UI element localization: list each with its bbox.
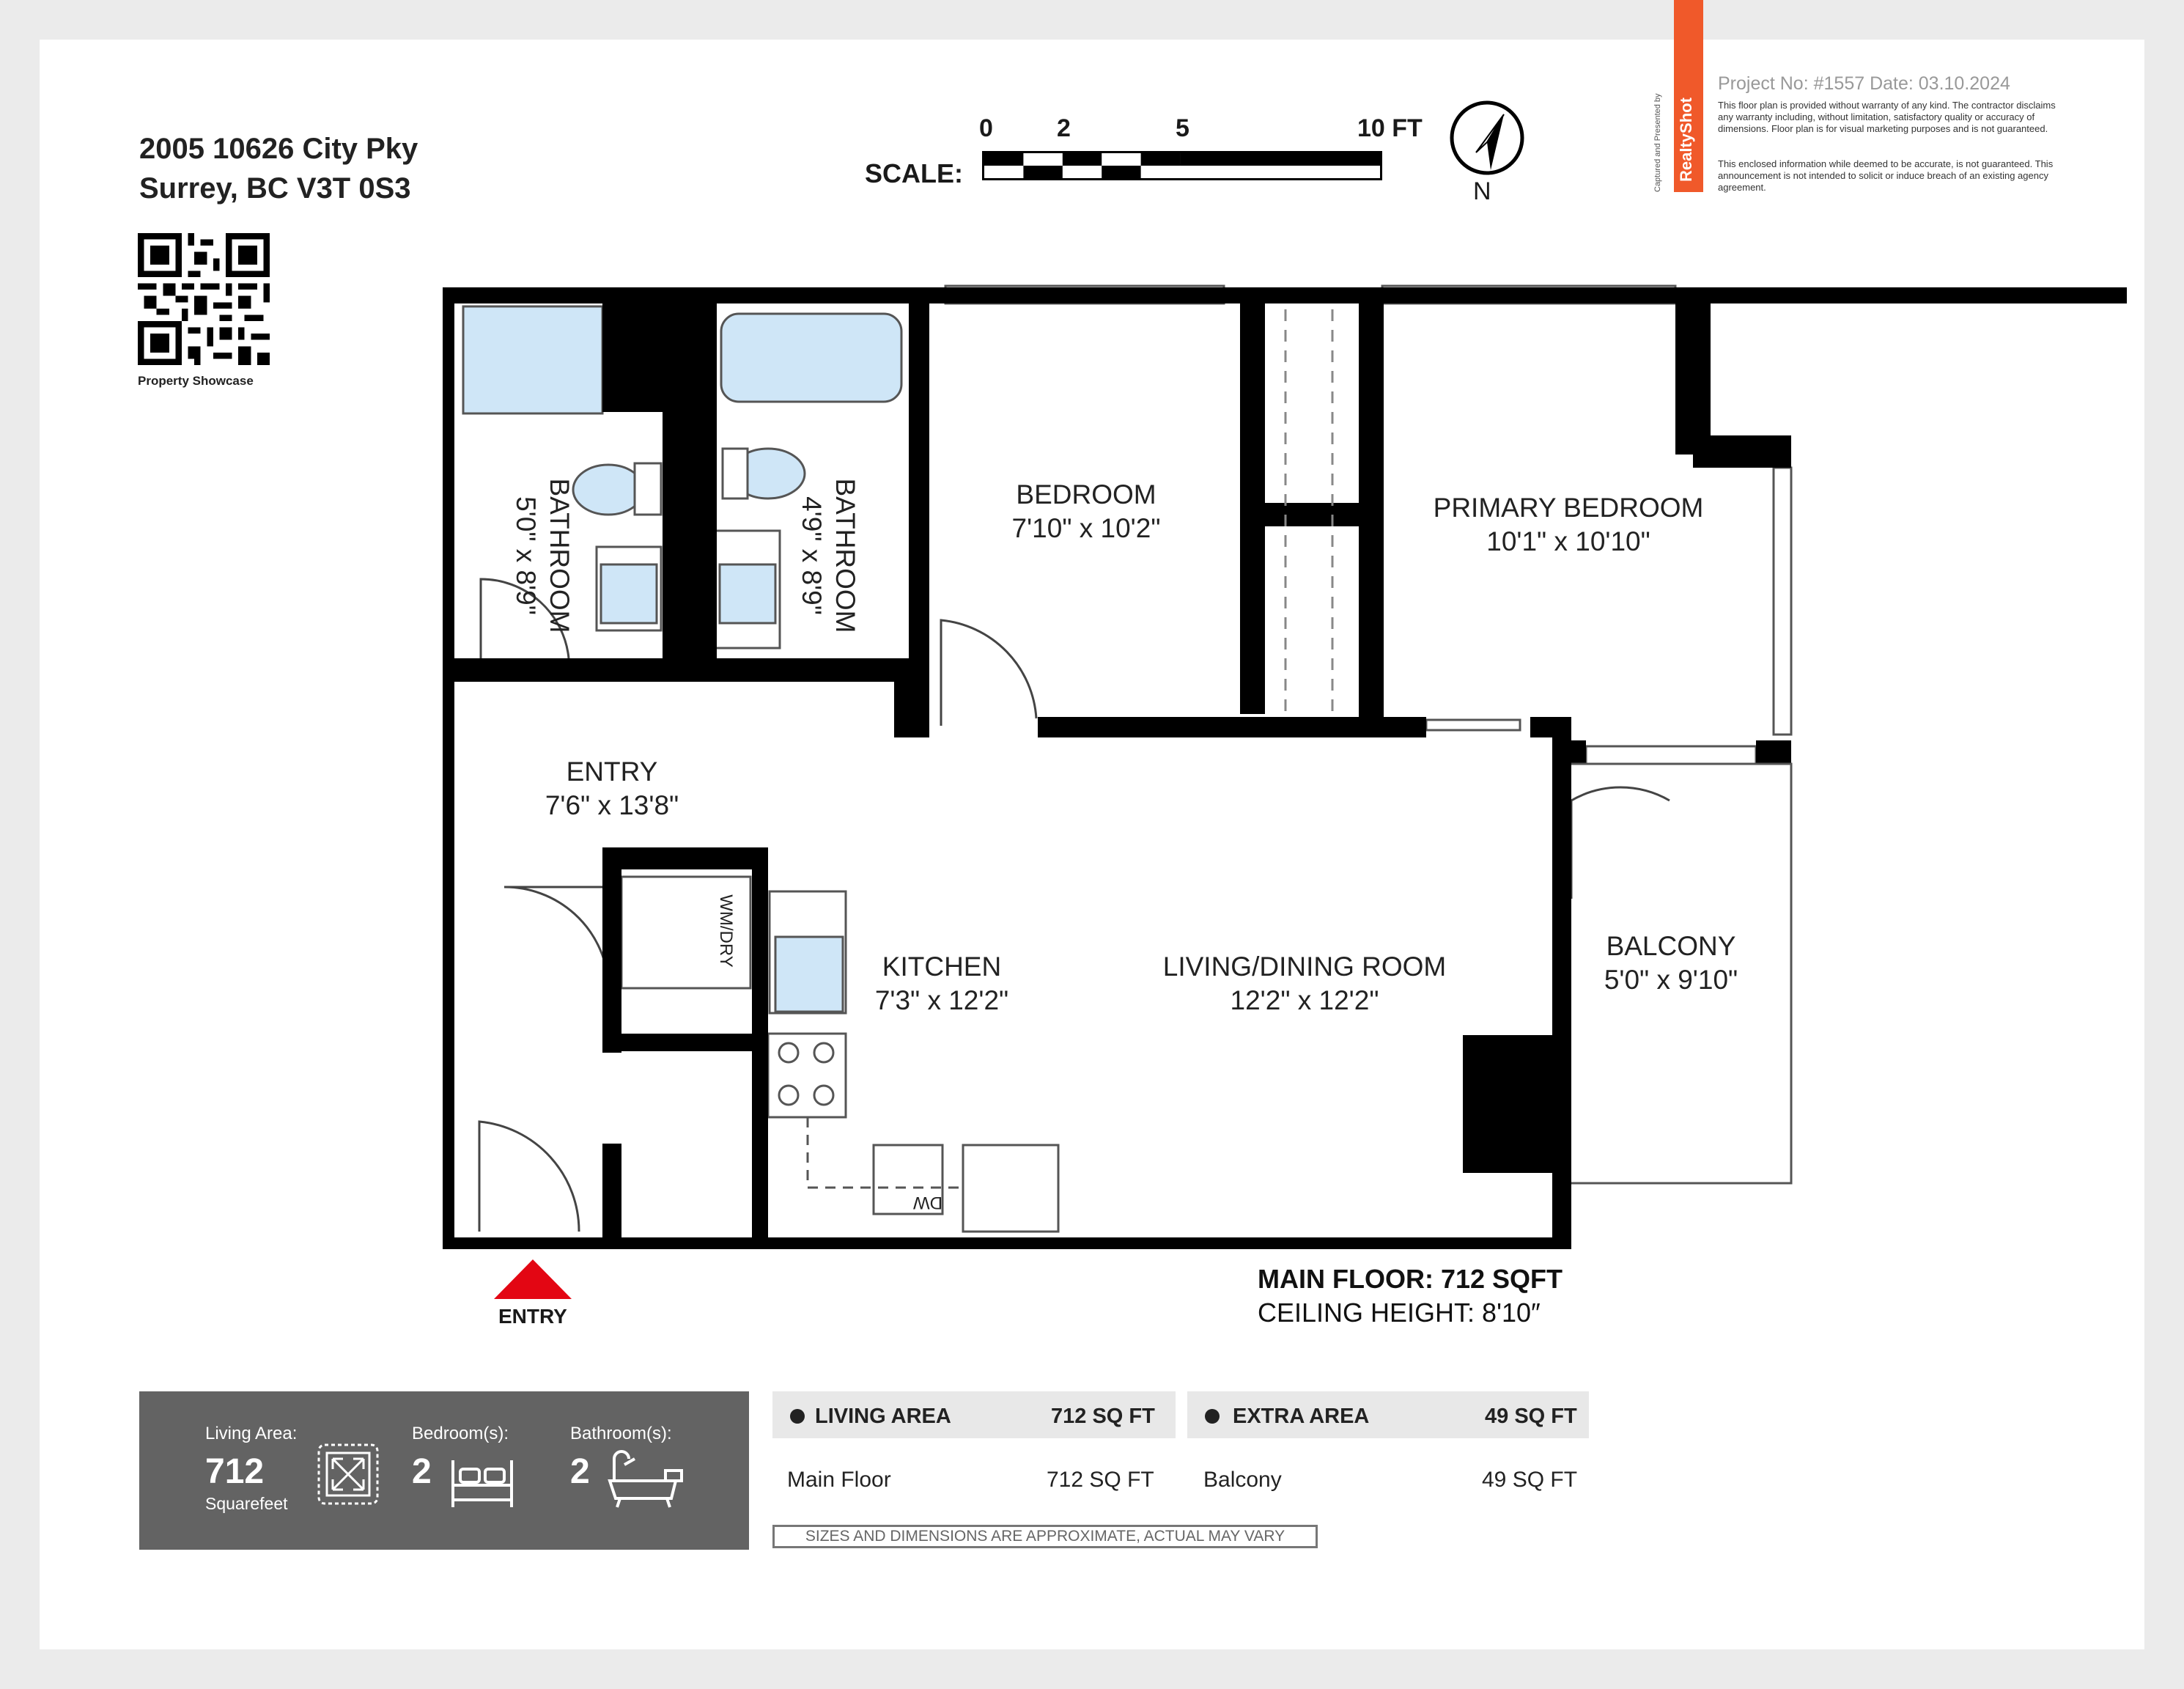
living-area-title: LIVING AREA (815, 1405, 951, 1428)
room-bedroom: BEDROOM 7'10" x 10'2" (984, 478, 1189, 545)
living-name: LIVING/DINING ROOM (1162, 952, 1447, 982)
room-bathroom-2: BATHROOM 4'9" x 8'9" (794, 460, 862, 651)
dishwasher-label: DW (913, 1193, 942, 1213)
bedroom-dims: 7'10" x 10'2" (1011, 513, 1161, 543)
room-balcony: BALCONY 5'0" x 9'10" (1583, 930, 1759, 997)
balcony-name: BALCONY (1606, 931, 1736, 961)
project-info: Project No: #1557 Date: 03.10.2024 (1718, 73, 2010, 94)
bedroom-name: BEDROOM (1016, 479, 1156, 509)
bathrooms-caption: Bathroom(s): (570, 1424, 672, 1443)
compass-label: N (1473, 177, 1491, 205)
living-area-value: 712 (205, 1452, 265, 1491)
bedrooms-value: 2 (412, 1452, 432, 1491)
ceiling-height: CEILING HEIGHT: 8'10″ (1258, 1298, 1541, 1328)
walls (443, 287, 2127, 1249)
sheet (40, 40, 2144, 1649)
scale-label: SCALE: (865, 158, 963, 188)
extra-area-title: EXTRA AREA (1233, 1405, 1370, 1428)
main-floor-row-value: 712 SQ FT (1047, 1468, 1154, 1492)
living-dims: 12'2" x 12'2" (1230, 985, 1379, 1015)
bath2-name: BATHROOM (830, 478, 860, 633)
scale-tick-5: 5 (1176, 114, 1189, 142)
expand-area-icon (317, 1443, 379, 1505)
closet-dashes (1284, 309, 1334, 711)
kitchen-dims: 7'3" x 12'2" (874, 985, 1009, 1015)
room-primary-bedroom: PRIMARY BEDROOM 10'1" x 10'10" (1414, 491, 1722, 559)
balcony-row-label: Balcony (1203, 1468, 1282, 1492)
scale-bar (982, 151, 1382, 180)
bath1-dims: 5'0" x 8'9" (511, 496, 541, 615)
entry-arrow-icon (494, 1259, 572, 1299)
bathrooms-value: 2 (570, 1452, 590, 1491)
disclaimer-2: This enclosed information while deemed t… (1718, 158, 2054, 193)
living-area-header (772, 1391, 1176, 1438)
living-area-total: 712 SQ FT (1051, 1405, 1155, 1428)
primary-name: PRIMARY BEDROOM (1433, 493, 1704, 523)
qr-caption: Property Showcase (138, 374, 254, 388)
address-line-1: 2005 10626 City Pky (139, 133, 418, 165)
main-floor-area: MAIN FLOOR: 712 SQFT (1258, 1264, 1563, 1294)
floor-info: MAIN FLOOR: 712 SQFT CEILING HEIGHT: 8'1… (1258, 1262, 1563, 1330)
extra-area-total: 49 SQ FT (1485, 1405, 1577, 1428)
bathtub-icon (608, 1450, 683, 1508)
balcony-dims: 5'0" x 9'10" (1604, 965, 1738, 995)
balcony-row-value: 49 SQ FT (1482, 1468, 1578, 1492)
kitchen-name: KITCHEN (882, 952, 1002, 982)
room-entry: ENTRY 7'6" x 13'8" (513, 755, 711, 823)
property-address: 2005 10626 City Pky Surrey, BC V3T 0S3 (139, 129, 418, 208)
address-line-2: Surrey, BC V3T 0S3 (139, 172, 411, 205)
washer-dryer-label: WM/DRY (715, 894, 736, 968)
fixtures (462, 305, 903, 1015)
room-bathroom-1: BATHROOM 5'0" x 8'9" (509, 460, 576, 651)
main-floor-row-label: Main Floor (787, 1468, 891, 1492)
scale-tick-2: 2 (1057, 114, 1071, 142)
scale-tick-10: 10 FT (1357, 114, 1423, 142)
extra-area-header (1187, 1391, 1589, 1438)
balcony-outline (1571, 762, 1793, 1185)
bedrooms-caption: Bedroom(s): (412, 1424, 509, 1443)
disclaimer-1: This floor plan is provided without warr… (1718, 100, 2056, 134)
summary-panel: Living Area: 712 Squarefeet Bedroom(s): … (139, 1391, 749, 1550)
room-kitchen: KITCHEN 7'3" x 12'2" (850, 950, 1033, 1018)
extra-bullet-icon (1205, 1409, 1220, 1424)
brand-strip (1674, 0, 1703, 192)
living-area-caption: Living Area: (205, 1424, 298, 1443)
bath2-dims: 4'9" x 8'9" (797, 496, 827, 615)
qr-code-icon[interactable] (138, 233, 270, 365)
scale-tick-0: 0 (979, 114, 993, 142)
entry-dims: 7'6" x 13'8" (545, 790, 679, 820)
compass-icon (1450, 100, 1524, 175)
bed-icon (451, 1460, 513, 1507)
room-living-dining: LIVING/DINING ROOM 12'2" x 12'2" (1129, 950, 1480, 1018)
living-area-unit: Squarefeet (205, 1494, 288, 1513)
living-bullet-icon (790, 1409, 805, 1424)
approximate-note: SIZES AND DIMENSIONS ARE APPROXIMATE, AC… (772, 1525, 1318, 1548)
bath1-name: BATHROOM (545, 478, 575, 633)
entry-marker-label: ENTRY (498, 1305, 567, 1328)
primary-dims: 10'1" x 10'10" (1486, 526, 1650, 556)
entry-name: ENTRY (566, 757, 658, 787)
